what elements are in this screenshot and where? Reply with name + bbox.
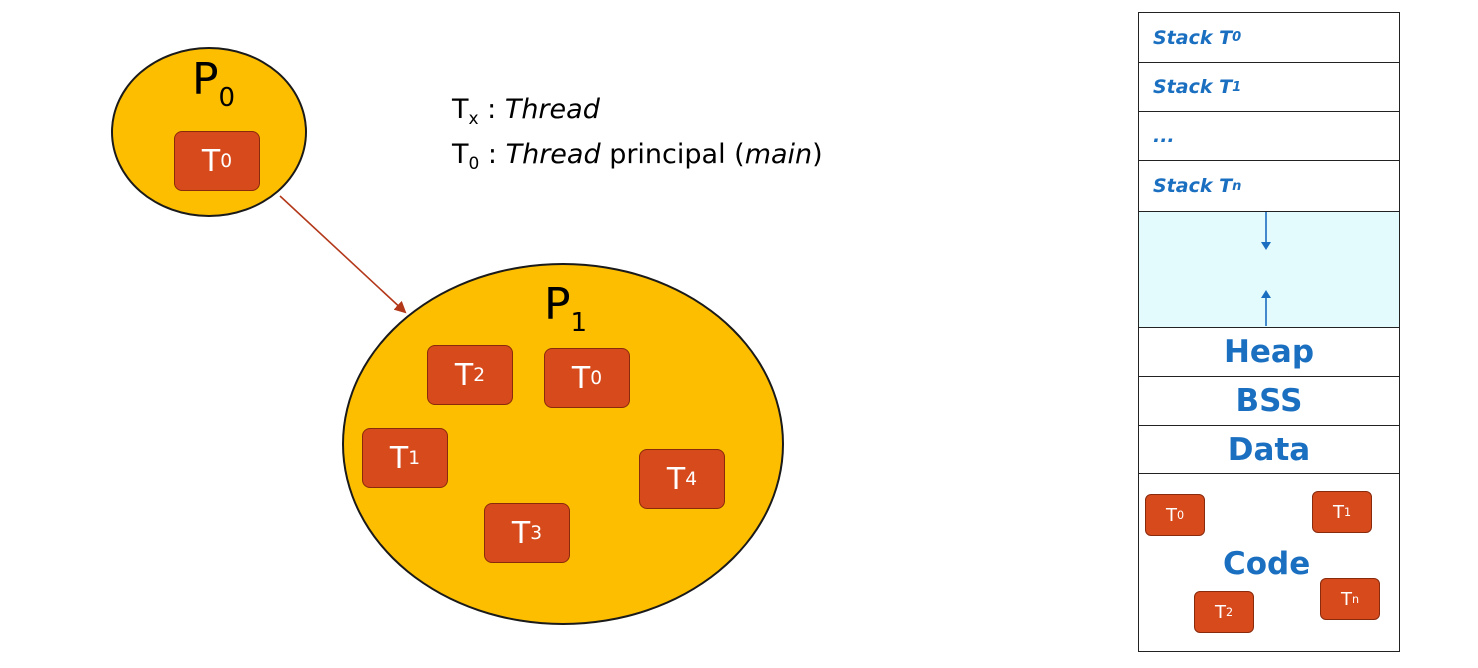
memory-segment-bss: BSS xyxy=(1139,377,1399,426)
memory-segment-heap: Heap xyxy=(1139,328,1399,377)
growth-arrows-icon xyxy=(1261,212,1271,326)
legend-line-thread: Tx : Thread xyxy=(452,94,600,129)
legend: Tx : Thread T0 : Thread principal (main) xyxy=(452,92,823,182)
legend-line-main-thread: T0 : Thread principal (main) xyxy=(452,139,823,174)
code-label: Code xyxy=(1223,546,1311,582)
process-p0-label: P0 xyxy=(192,54,236,113)
memory-free-space xyxy=(1139,212,1399,328)
process-p1-label: P1 xyxy=(544,279,588,338)
memory-segment-data: Data xyxy=(1139,426,1399,474)
memory-stack-row: ... xyxy=(1139,112,1399,161)
